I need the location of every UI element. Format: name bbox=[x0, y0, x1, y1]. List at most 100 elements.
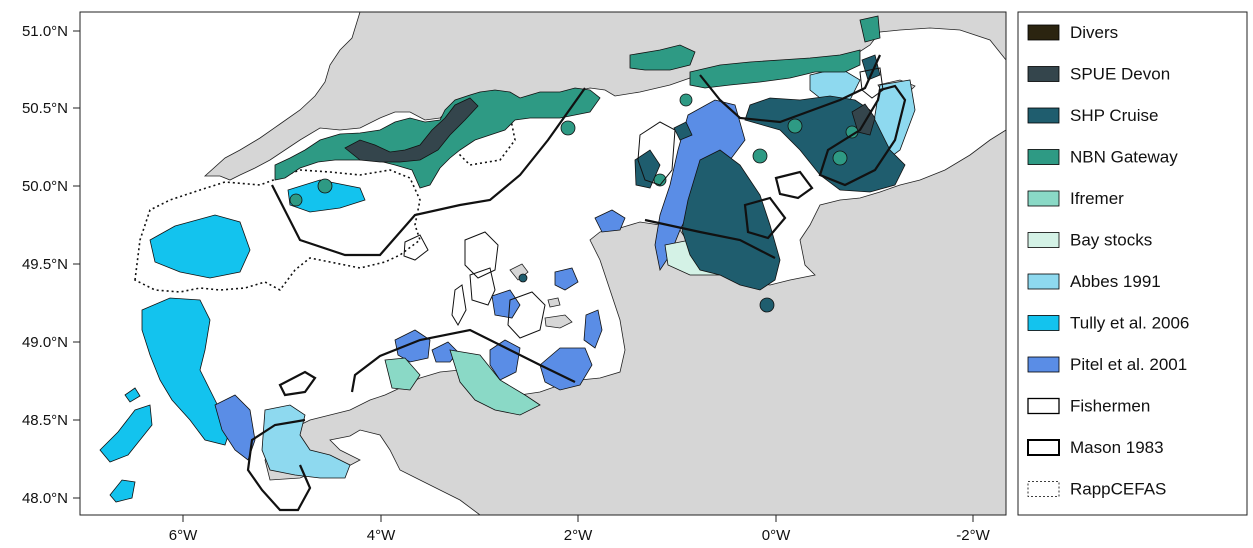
x-tick-labels: 6°W 4°W 2°W 0°W -2°W bbox=[169, 527, 991, 544]
legend-item: Ifremer bbox=[1027, 189, 1124, 208]
legend-swatch bbox=[1027, 190, 1060, 207]
legend-label: Ifremer bbox=[1070, 189, 1124, 208]
area-pitel-central-5 bbox=[539, 347, 593, 391]
point-nbn-8 bbox=[653, 173, 667, 187]
area-pitel-central-4 bbox=[583, 309, 603, 349]
point-nbn-11 bbox=[832, 150, 848, 166]
legend-swatch bbox=[1027, 481, 1060, 497]
legend-swatch bbox=[1027, 149, 1060, 165]
point-nbn-3 bbox=[560, 120, 576, 136]
legend-label: Bay stocks bbox=[1070, 231, 1152, 250]
y-tick-label: 51.0°N bbox=[22, 23, 68, 40]
area-nbn-sussex bbox=[629, 44, 696, 71]
area-mason-1983-loop-2 bbox=[774, 170, 814, 200]
channel-island-guernsey bbox=[509, 263, 529, 281]
area-ifremer-brittany bbox=[449, 349, 541, 416]
legend-label: SHP Cruise bbox=[1070, 106, 1159, 125]
legend-item: Bay stocks bbox=[1027, 231, 1152, 250]
x-tick-label: 6°W bbox=[169, 527, 198, 544]
legend-label: Abbes 1991 bbox=[1070, 272, 1161, 291]
legend-swatch bbox=[1027, 397, 1060, 415]
point-nbn-5 bbox=[752, 148, 768, 164]
area-fishermen-2 bbox=[464, 231, 499, 279]
legend-label: Pitel et al. 2001 bbox=[1070, 355, 1187, 374]
area-pitel-central-3 bbox=[554, 267, 579, 291]
legend-swatch bbox=[1027, 315, 1060, 331]
y-tick-label: 48.0°N bbox=[22, 490, 68, 507]
y-tick-label: 49.5°N bbox=[22, 256, 68, 273]
legend-swatch bbox=[1027, 107, 1060, 124]
legend-frame bbox=[1017, 11, 1248, 516]
x-tick-label: 2°W bbox=[564, 527, 593, 544]
area-fishermen-7 bbox=[859, 67, 884, 99]
legend-item: Pitel et al. 2001 bbox=[1027, 355, 1187, 374]
legend-item: Tully et al. 2006 bbox=[1027, 314, 1189, 333]
area-mason-1983-brest bbox=[246, 418, 312, 512]
y-tick-labels: 51.0°N 50.5°N 50.0°N 49.5°N 49.0°N 48.5°… bbox=[22, 23, 68, 507]
point-nbn-7 bbox=[787, 118, 803, 134]
point-nbn-9 bbox=[759, 297, 775, 313]
legend-label: SPUE Devon bbox=[1070, 65, 1170, 84]
area-fishermen-1 bbox=[637, 121, 676, 186]
y-tick-label: 50.0°N bbox=[22, 178, 68, 195]
area-mason-1983-east bbox=[818, 84, 907, 187]
y-tick-label: 49.0°N bbox=[22, 334, 68, 351]
legend-swatch bbox=[1027, 273, 1060, 290]
y-axis bbox=[73, 30, 80, 499]
map-panel bbox=[79, 11, 1007, 516]
point-nbn-10 bbox=[518, 273, 528, 283]
area-shp-small-3 bbox=[861, 54, 881, 81]
area-mason-1983-loop-1 bbox=[743, 196, 787, 240]
legend-swatch bbox=[1027, 439, 1060, 456]
area-mason-1983-west bbox=[271, 87, 586, 257]
area-nbn-east bbox=[859, 15, 881, 43]
legend-swatch bbox=[1027, 232, 1060, 248]
area-fishermen-6 bbox=[403, 234, 429, 261]
point-nbn-2 bbox=[317, 178, 333, 194]
legend-item: SHP Cruise bbox=[1027, 106, 1159, 125]
legend-swatch bbox=[1027, 356, 1060, 373]
area-tully-west-4 bbox=[109, 479, 136, 503]
legend-swatch bbox=[1027, 24, 1060, 41]
legend-label: NBN Gateway bbox=[1070, 148, 1178, 167]
channel-island-alderney bbox=[547, 297, 561, 308]
legend-item: Divers bbox=[1027, 23, 1118, 42]
legend-swatch bbox=[1027, 66, 1060, 82]
legend-item: NBN Gateway bbox=[1027, 148, 1178, 167]
area-mason-1983-ushant bbox=[278, 370, 317, 397]
area-fishermen-5 bbox=[451, 284, 467, 327]
area-ifremer-west bbox=[384, 357, 421, 391]
legend-item: RappCEFAS bbox=[1027, 480, 1166, 499]
area-tully-west-5 bbox=[124, 387, 141, 403]
x-tick-label: 0°W bbox=[762, 527, 791, 544]
area-pitel-brittany-north bbox=[394, 329, 431, 363]
legend-label: RappCEFAS bbox=[1070, 480, 1166, 499]
area-fishermen-4 bbox=[507, 291, 546, 339]
area-mason-1983-north bbox=[699, 54, 882, 124]
area-mason-1983-seine bbox=[644, 218, 776, 259]
area-shp-seine bbox=[681, 149, 781, 291]
legend-item: Fishermen bbox=[1027, 397, 1150, 416]
area-nbn-dorset bbox=[689, 49, 861, 89]
area-tully-west-1 bbox=[149, 214, 251, 279]
area-pitel-central-2 bbox=[491, 289, 521, 319]
y-tick-label: 50.5°N bbox=[22, 100, 68, 117]
legend-item: SPUE Devon bbox=[1027, 65, 1170, 84]
area-pitel-baie bbox=[489, 339, 521, 381]
area-pitel-central-1 bbox=[594, 209, 626, 233]
x-tick-label: 4°W bbox=[367, 527, 396, 544]
point-nbn-4 bbox=[679, 93, 693, 107]
area-spue-devon bbox=[344, 97, 479, 163]
legend-item: Abbes 1991 bbox=[1027, 272, 1161, 291]
channel-island-jersey bbox=[544, 314, 573, 329]
x-axis bbox=[182, 515, 974, 522]
area-mason-1983-brittany bbox=[350, 328, 576, 393]
point-nbn-1 bbox=[289, 193, 303, 207]
area-tully-west-3 bbox=[99, 404, 153, 463]
legend-label: Divers bbox=[1070, 23, 1118, 42]
x-tick-label: -2°W bbox=[956, 527, 990, 544]
legend-label: Tully et al. 2006 bbox=[1070, 314, 1189, 333]
